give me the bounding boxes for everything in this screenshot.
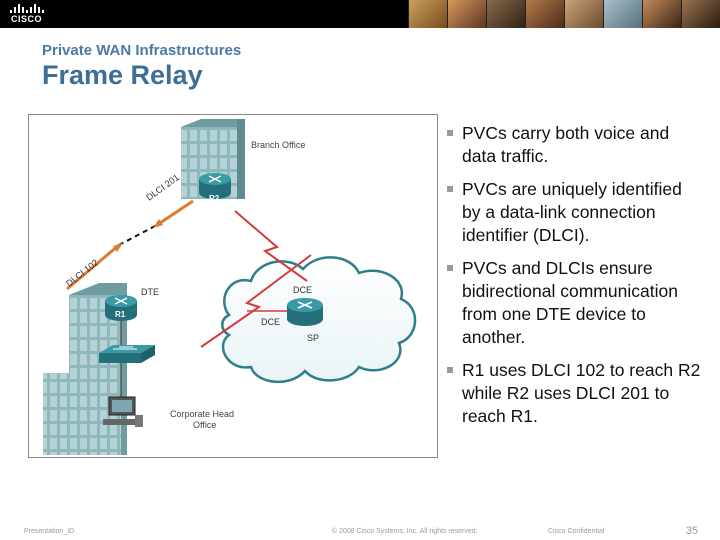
dlci-102-label: DLCI 102 bbox=[64, 257, 100, 288]
frame-relay-diagram: Branch Office DLCI 201 DLCI 102 R2 bbox=[28, 114, 438, 458]
sp-label: SP bbox=[307, 333, 319, 343]
workstation-icon bbox=[103, 396, 143, 427]
cisco-logo: CISCO bbox=[10, 4, 44, 24]
page-number: 35 bbox=[685, 525, 698, 537]
bullet-item: PVCs and DLCIs ensure bidirectional comm… bbox=[444, 257, 704, 349]
slide-title: Frame Relay bbox=[42, 60, 203, 90]
router-r1-icon bbox=[105, 295, 137, 321]
bullet-item: R1 uses DLCI 102 to reach R2 while R2 us… bbox=[444, 359, 704, 428]
router-r2-icon bbox=[199, 173, 231, 199]
diagram-canvas: Branch Office DLCI 201 DLCI 102 R2 bbox=[43, 119, 417, 455]
bullet-square-icon bbox=[447, 367, 453, 373]
dce-bottom-label: DCE bbox=[261, 317, 280, 327]
dlci-201-label: DLCI 201 bbox=[144, 172, 181, 202]
bullet-item: PVCs carry both voice and data traffic. bbox=[444, 122, 704, 168]
corporate-label-line1: Corporate Head bbox=[170, 409, 234, 419]
router-sp-icon bbox=[287, 298, 323, 326]
pvc-dashed-link bbox=[118, 224, 158, 246]
corporate-building-icon bbox=[43, 283, 127, 455]
footer-confidential: Cisco Confidential bbox=[548, 528, 605, 535]
bullet-text: PVCs carry both voice and data traffic. bbox=[462, 123, 670, 166]
dte-label: DTE bbox=[141, 287, 159, 297]
pvc-arrow-right-icon bbox=[113, 243, 123, 252]
switch-icon bbox=[99, 345, 155, 363]
bullet-text: PVCs are uniquely identified by a data-l… bbox=[462, 179, 682, 245]
bullet-square-icon bbox=[447, 186, 453, 192]
branch-office-label: Branch Office bbox=[251, 140, 305, 150]
bullet-text: PVCs and DLCIs ensure bidirectional comm… bbox=[462, 258, 678, 347]
bullet-list: PVCs carry both voice and data traffic. … bbox=[444, 122, 704, 438]
bullet-text: R1 uses DLCI 102 to reach R2 while R2 us… bbox=[462, 360, 701, 426]
dce-top-label: DCE bbox=[293, 285, 312, 295]
bullet-square-icon bbox=[447, 265, 453, 271]
footer-presentation-id: Presentation_ID bbox=[24, 528, 75, 535]
pvc-dlci102-segment bbox=[66, 243, 120, 291]
wan-link-r2-cloud bbox=[234, 210, 308, 282]
logo-wordmark: CISCO bbox=[11, 14, 43, 24]
slide-subtitle: Private WAN Infrastructures bbox=[42, 42, 242, 59]
bullet-square-icon bbox=[447, 130, 453, 136]
banner-photo-strip bbox=[408, 0, 720, 28]
bullet-item: PVCs are uniquely identified by a data-l… bbox=[444, 178, 704, 247]
router-r1-label: R1 bbox=[115, 310, 126, 319]
pvc-arrow-left-icon bbox=[153, 219, 163, 228]
top-banner: CISCO bbox=[0, 0, 720, 28]
router-r2-label: R2 bbox=[209, 194, 220, 203]
pvc-dlci201-segment bbox=[156, 199, 194, 227]
footer-copyright: © 2008 Cisco Systems, Inc. All rights re… bbox=[332, 528, 478, 535]
corporate-label-line2: Office bbox=[193, 420, 216, 430]
wan-link-r1-cloud bbox=[200, 254, 312, 348]
